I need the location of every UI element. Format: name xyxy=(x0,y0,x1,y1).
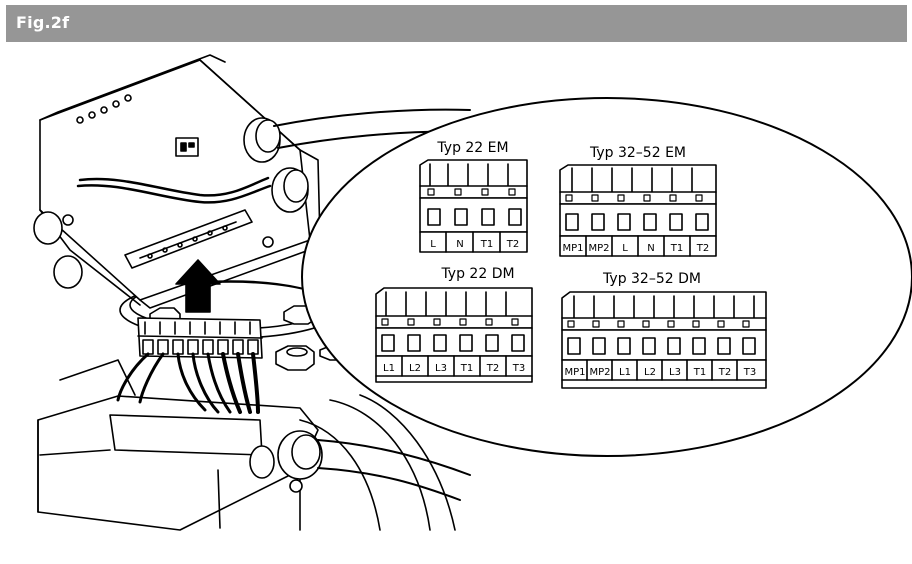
pump-illustration xyxy=(33,54,471,531)
pin-label: T2 xyxy=(506,239,519,250)
pin-label: T1 xyxy=(460,363,473,374)
block-title-typ-32-52-dm: Typ 32–52 DM xyxy=(602,271,701,287)
pin-label: N xyxy=(647,243,654,254)
block-title-typ-22-dm: Typ 22 DM xyxy=(440,266,514,282)
pin-label: T1 xyxy=(480,239,493,250)
pin-label: T1 xyxy=(670,243,683,254)
pin-label: MP2 xyxy=(589,367,610,378)
pin-label: L3 xyxy=(669,367,681,378)
pin-label: T2 xyxy=(696,243,709,254)
connector-typ-32-52-dm xyxy=(561,291,767,389)
pin-label: T3 xyxy=(743,367,756,378)
pin-label: T3 xyxy=(512,363,525,374)
pin-label: L2 xyxy=(409,363,421,374)
pin-label: L3 xyxy=(435,363,447,374)
figure-header-bar: Fig.2f xyxy=(6,5,907,42)
pin-label: T2 xyxy=(486,363,499,374)
block-title-typ-22-em: Typ 22 EM xyxy=(436,140,508,156)
pin-label: T2 xyxy=(718,367,731,378)
pin-label: L1 xyxy=(619,367,631,378)
connector-typ-22-em xyxy=(419,159,528,253)
connector-typ-22-dm xyxy=(375,287,533,383)
pin-label: MP1 xyxy=(564,367,585,378)
block-title-typ-32-52-em: Typ 32–52 EM xyxy=(589,145,686,161)
pin-label: L1 xyxy=(383,363,395,374)
pin-label: N xyxy=(456,239,463,250)
pin-label: MP2 xyxy=(588,243,609,254)
pin-label: L2 xyxy=(644,367,656,378)
figure-title: Fig.2f xyxy=(16,13,70,32)
pin-label: L xyxy=(430,239,436,250)
pin-label: L xyxy=(622,243,628,254)
pin-label: T1 xyxy=(693,367,706,378)
pin-label: MP1 xyxy=(562,243,583,254)
connector-typ-32-52-em xyxy=(559,164,717,257)
